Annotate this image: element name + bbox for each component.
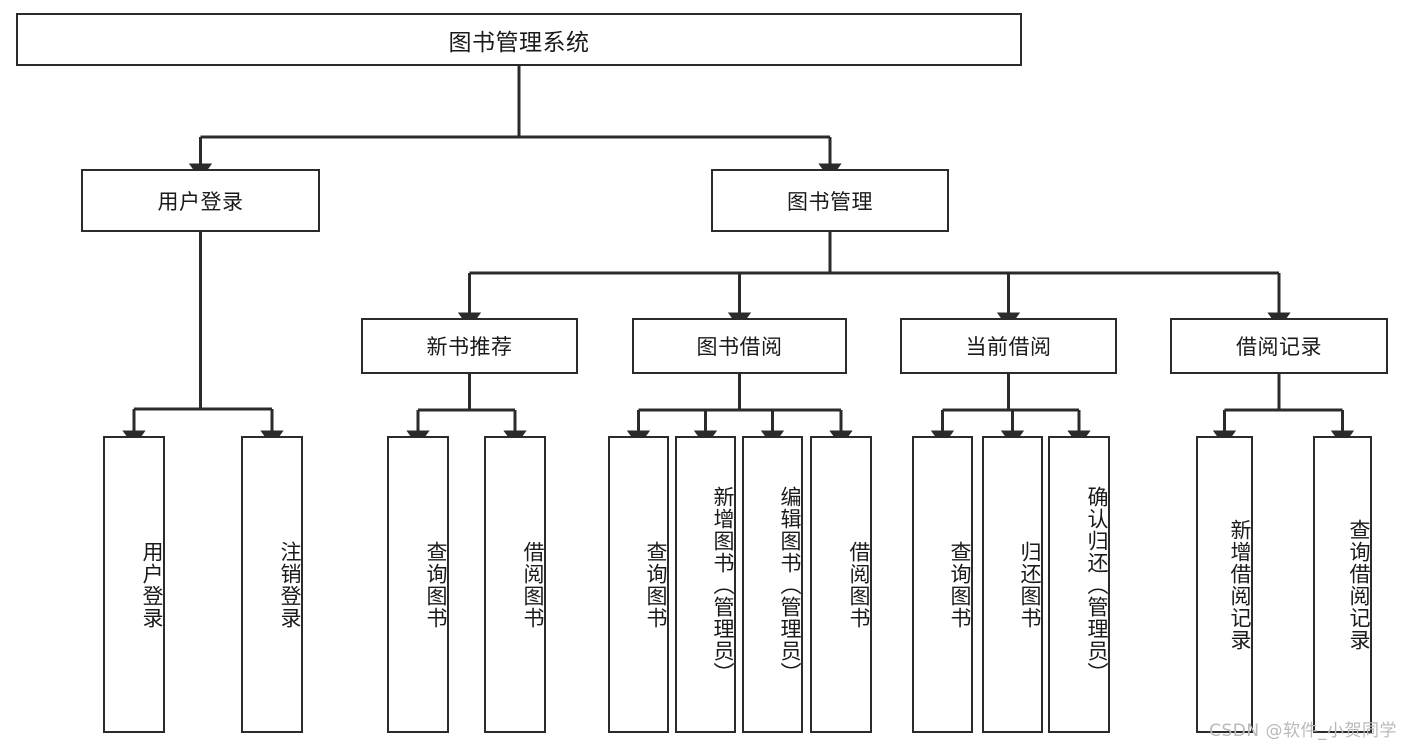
node-label: 查询借阅记录: [1347, 518, 1371, 651]
node-current-borrow[interactable]: 当前借阅: [900, 318, 1117, 374]
node-leaf-add-book[interactable]: 新增图书（管理员）: [675, 436, 736, 733]
node-label: 查询图书: [948, 540, 972, 629]
node-leaf-query-1[interactable]: 查询图书: [387, 436, 449, 733]
node-leaf-borrow-2[interactable]: 借阅图书: [810, 436, 872, 733]
node-leaf-borrow-1[interactable]: 借阅图书: [484, 436, 546, 733]
node-leaf-confirm[interactable]: 确认归还（管理员）: [1048, 436, 1110, 733]
node-label: 注销登录: [278, 540, 302, 629]
edge-group: [122, 66, 1355, 447]
node-label: 借阅记录: [1236, 335, 1322, 359]
node-leaf-query-rec[interactable]: 查询借阅记录: [1313, 436, 1372, 733]
node-leaf-query-2[interactable]: 查询图书: [608, 436, 669, 733]
node-label: 新增借阅记录: [1228, 518, 1252, 651]
node-leaf-logout[interactable]: 注销登录: [241, 436, 303, 733]
node-book-borrow[interactable]: 图书借阅: [632, 318, 847, 374]
node-label: 图书借阅: [696, 335, 783, 359]
node-label: 查询图书: [644, 540, 668, 629]
node-label: 借阅图书: [521, 540, 545, 629]
node-borrow-record[interactable]: 借阅记录: [1170, 318, 1388, 374]
node-label: 新书推荐: [426, 335, 513, 359]
node-book-manage[interactable]: 图书管理: [711, 169, 949, 232]
node-label: 图书管理系统: [448, 29, 590, 56]
node-leaf-edit-book[interactable]: 编辑图书（管理员）: [742, 436, 803, 733]
node-leaf-user-login[interactable]: 用户登录: [103, 436, 165, 733]
node-label: 图书管理: [787, 189, 873, 214]
node-label: 归还图书: [1018, 540, 1042, 629]
node-user-login[interactable]: 用户登录: [81, 169, 320, 232]
node-leaf-query-3[interactable]: 查询图书: [912, 436, 973, 733]
node-label: 查询图书: [424, 540, 448, 629]
node-new-book-rec[interactable]: 新书推荐: [361, 318, 578, 374]
node-label: 用户登录: [157, 189, 244, 214]
node-leaf-add-rec[interactable]: 新增借阅记录: [1196, 436, 1253, 733]
node-label: 确认归还（管理员）: [1085, 485, 1109, 684]
node-label: 当前借阅: [965, 335, 1052, 359]
node-leaf-return[interactable]: 归还图书: [982, 436, 1043, 733]
node-label: 编辑图书（管理员）: [778, 485, 802, 684]
node-label: 借阅图书: [847, 540, 871, 629]
node-label: 新增图书（管理员）: [711, 485, 735, 684]
node-label: 用户登录: [140, 540, 164, 629]
watermark-label: CSDN @软件_小贺同学: [1209, 721, 1397, 741]
node-root[interactable]: 图书管理系统: [16, 13, 1022, 66]
